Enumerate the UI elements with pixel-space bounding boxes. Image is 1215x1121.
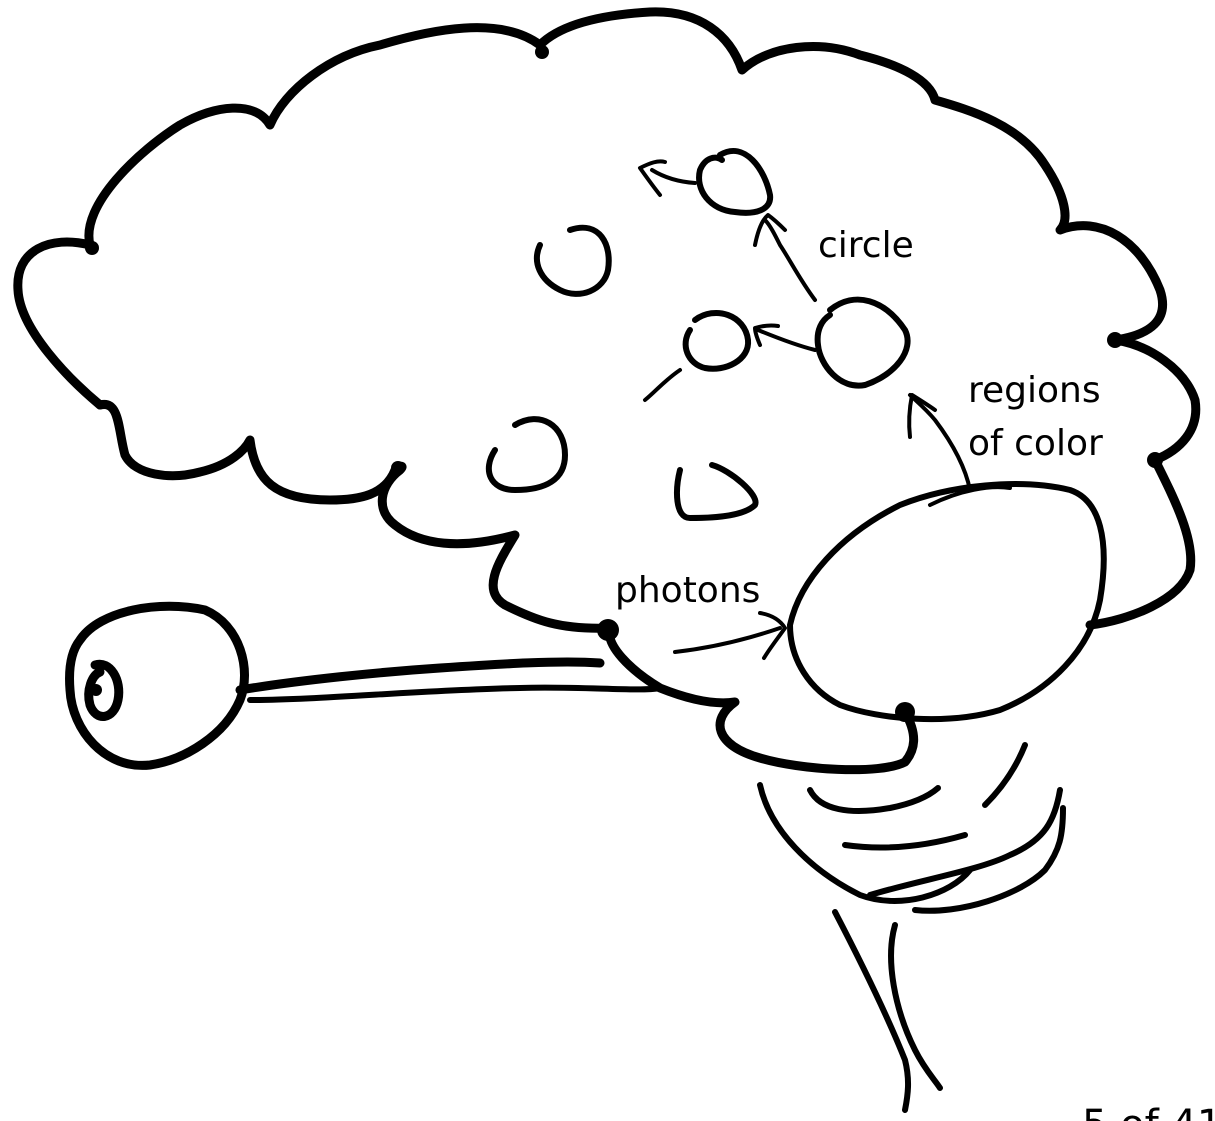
label-circle: circle bbox=[818, 225, 914, 266]
arrow-top-out bbox=[652, 170, 695, 183]
cerebellum-line-3 bbox=[845, 835, 965, 848]
eye-dot bbox=[90, 684, 102, 696]
arrow-head-top-out bbox=[640, 161, 665, 195]
dot-2 bbox=[535, 45, 549, 59]
optic-nerve-lower bbox=[250, 688, 660, 700]
circle-feature-mid-left bbox=[686, 313, 748, 369]
label-regions-line2: of color bbox=[968, 423, 1103, 464]
dot-7 bbox=[391, 461, 405, 475]
dot-3 bbox=[1107, 332, 1123, 348]
visual-cortex-region bbox=[790, 484, 1104, 719]
arrow-mid bbox=[758, 330, 815, 350]
dot-4 bbox=[1147, 452, 1163, 468]
temporal-lobe-outline bbox=[100, 404, 610, 628]
dot-5 bbox=[597, 619, 619, 641]
page-number: 5 of 41 bbox=[1082, 1102, 1215, 1121]
arrow-photons bbox=[675, 628, 780, 652]
circle-feature-left bbox=[537, 228, 609, 294]
cerebellum-line-2 bbox=[810, 788, 938, 811]
dot-1 bbox=[85, 241, 99, 255]
circle-feature-top bbox=[699, 151, 770, 213]
lower-contour bbox=[609, 628, 913, 770]
arrow-regions bbox=[910, 395, 970, 490]
arrow-to-top bbox=[765, 220, 815, 300]
circle-feature-low-mid bbox=[677, 465, 756, 518]
circle-feature-mid-right bbox=[818, 300, 908, 386]
brainstem-right bbox=[891, 925, 940, 1088]
arrow-head-photons bbox=[760, 613, 785, 658]
label-photons: photons bbox=[615, 570, 760, 611]
cerebrum-outline bbox=[18, 12, 1196, 625]
circle-feature-low-left bbox=[489, 419, 565, 490]
arrow-mid-left bbox=[645, 370, 680, 400]
label-regions-line1: regions bbox=[968, 370, 1101, 411]
dot-6 bbox=[895, 702, 915, 722]
cerebellum-line-6 bbox=[985, 745, 1025, 805]
